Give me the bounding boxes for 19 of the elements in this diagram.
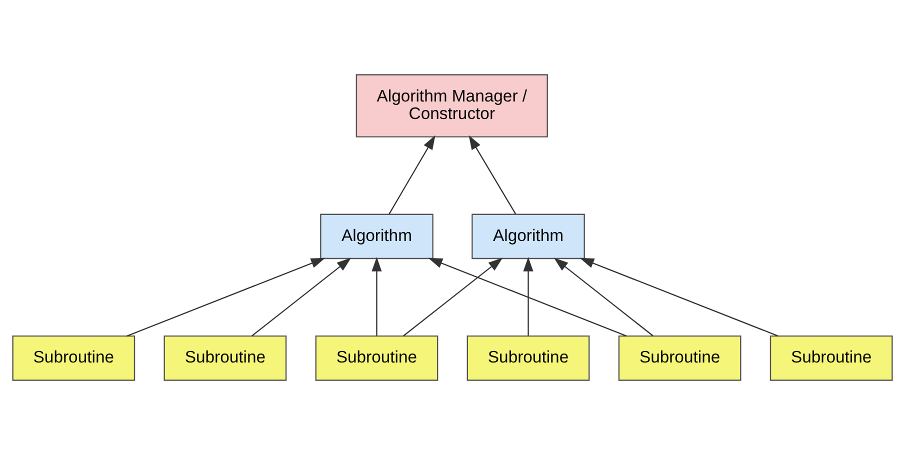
arrow xyxy=(372,256,382,336)
arrow xyxy=(554,258,654,336)
node-box: Algorithm xyxy=(472,214,585,260)
node-box: Subroutine xyxy=(466,335,590,381)
arrow xyxy=(403,258,503,336)
arrow xyxy=(126,258,326,337)
node-box: Algorithm Manager / Constructor xyxy=(356,74,548,138)
node-box: Subroutine xyxy=(315,335,438,381)
node-box: Subroutine xyxy=(164,335,287,381)
node-box: Subroutine xyxy=(12,335,136,381)
arrow xyxy=(523,256,534,336)
node-box: Algorithm xyxy=(320,214,434,260)
node-box: Subroutine xyxy=(770,335,893,381)
arrow xyxy=(252,258,352,336)
arrow xyxy=(428,258,627,337)
arrow xyxy=(580,258,778,337)
arrow xyxy=(468,135,516,214)
arrow xyxy=(388,135,436,214)
node-box: Subroutine xyxy=(618,335,742,381)
